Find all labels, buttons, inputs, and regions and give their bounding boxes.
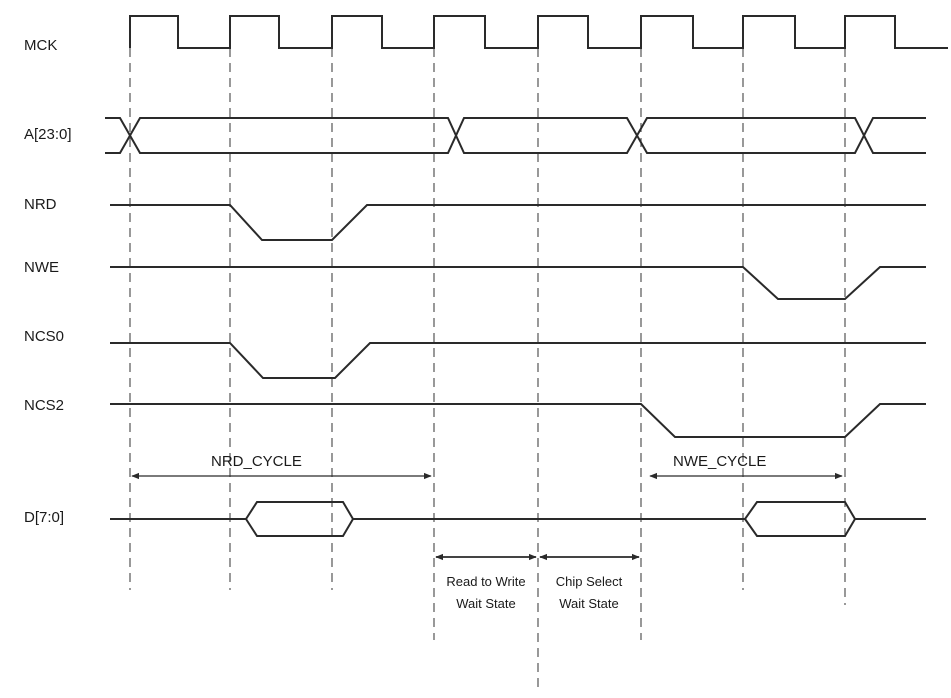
signal-label-mck: MCK (24, 37, 57, 54)
address-bus-waveform (105, 117, 926, 154)
mck-waveform (129, 15, 948, 49)
ncs2-waveform (110, 403, 926, 438)
nwe-cycle-label: NWE_CYCLE (673, 453, 766, 470)
signal-label-ncs0: NCS0 (24, 328, 64, 345)
guide-lines (129, 48, 846, 692)
nrd-waveform (110, 204, 926, 241)
ncs0-waveform (110, 342, 926, 379)
nwe-waveform (110, 266, 926, 300)
read-to-write-label-line-2: Wait State (456, 596, 515, 611)
read-to-write-label-line-1: Read to Write (446, 574, 525, 589)
chip-select-label-line-1: Chip Select (556, 574, 623, 589)
signal-label-addr: A[23:0] (24, 126, 72, 143)
chip-select-label-line-2: Wait State (559, 596, 618, 611)
signal-label-ncs2: NCS2 (24, 397, 64, 414)
data-bus-waveform (110, 501, 926, 537)
signal-label-nrd: NRD (24, 196, 57, 213)
nrd-cycle-label: NRD_CYCLE (211, 453, 302, 470)
signal-label-nwe: NWE (24, 259, 59, 276)
signal-label-data: D[7:0] (24, 509, 64, 526)
